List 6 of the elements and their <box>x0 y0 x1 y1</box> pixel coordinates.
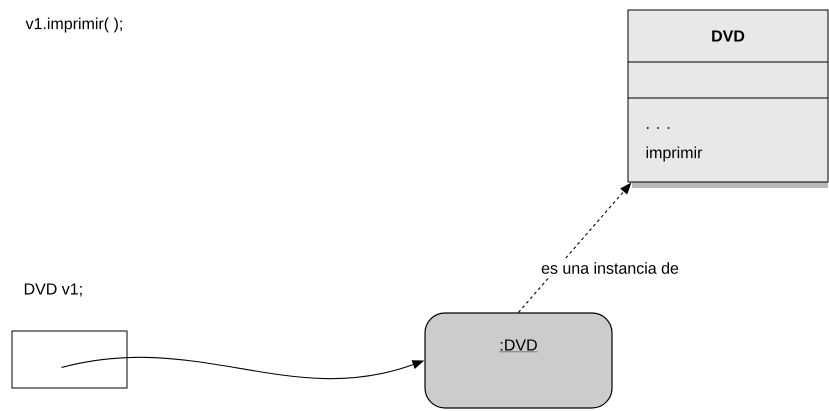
object-box: :DVD <box>424 312 613 409</box>
code-text: v1.imprimir( ); <box>26 18 122 32</box>
edge-label: es una instancia de <box>539 260 681 276</box>
variable-label: DVD v1; <box>24 283 82 296</box>
variable-box <box>12 330 128 388</box>
class-box: DVD . . . imprimir <box>628 10 828 188</box>
